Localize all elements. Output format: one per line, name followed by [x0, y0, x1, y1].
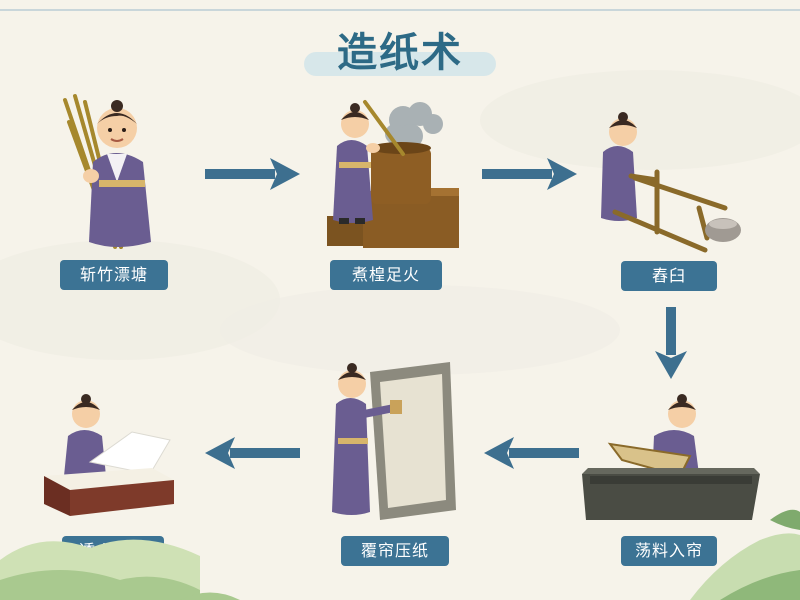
arrow-left-2 [205, 437, 300, 469]
arrow-right-2 [482, 158, 577, 190]
step-label-2: 煮楻足火 [330, 260, 442, 290]
page-title: 造纸术 [337, 30, 463, 76]
scene-boil-pulp [327, 100, 459, 248]
worker-5 [332, 363, 402, 515]
step-label-4: 荡料入帘 [621, 536, 717, 566]
worker-3 [601, 112, 637, 221]
scene-cut-bamboo [63, 94, 151, 249]
arrow-right-1 [205, 158, 300, 190]
step-label-3: 舂臼 [621, 261, 717, 291]
scene-scoop-pulp [582, 394, 760, 520]
arrow-left-1 [484, 437, 579, 469]
step-label-1: 斩竹漂塘 [60, 260, 168, 290]
worker-6 [64, 394, 106, 479]
arrow-down [655, 307, 687, 379]
scene-press-paper [332, 362, 456, 520]
title-block: 造纸术 [300, 18, 500, 80]
worker-2 [333, 103, 380, 224]
worker-1 [83, 100, 151, 247]
step-label-5: 覆帘压纸 [341, 536, 449, 566]
scene-pound-mortar [601, 112, 741, 253]
title-underline [304, 52, 496, 76]
scene-dry-paper [44, 394, 174, 516]
